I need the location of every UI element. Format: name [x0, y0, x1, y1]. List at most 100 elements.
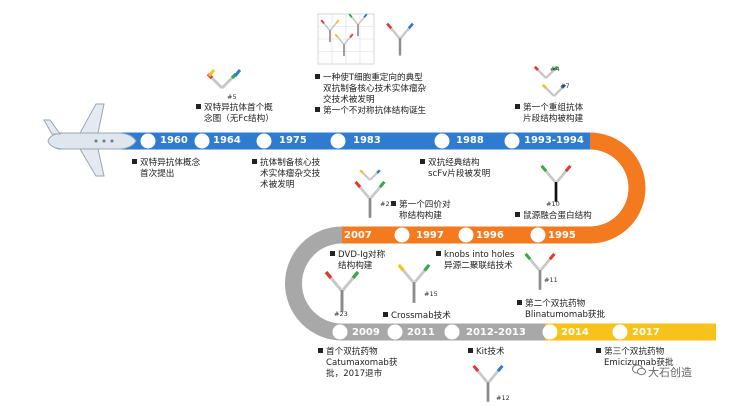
fragment-tip	[553, 65, 559, 71]
milestone-dot	[542, 324, 558, 340]
milestone-note-1997: 第一个四价对 称结构构建	[391, 200, 451, 222]
fragment-tip	[541, 83, 547, 89]
antibody-arm	[413, 269, 426, 283]
milestone-dot	[434, 133, 450, 149]
bullet-square	[468, 348, 473, 353]
antibody-tip	[351, 270, 360, 280]
antibody-tip	[348, 13, 353, 18]
antibody-arm	[399, 27, 410, 39]
milestone-dot	[194, 133, 210, 149]
milestone-note-2011: Crossmab技术	[383, 311, 451, 322]
year-label: 1964	[213, 135, 241, 146]
milestone-dot	[330, 133, 346, 149]
antibody-arm	[390, 27, 401, 39]
fragment-arm	[553, 87, 563, 97]
antibody-arm	[323, 22, 331, 31]
antibody-arm	[529, 258, 541, 271]
milestone-note-2009: 首个双抗药物 Catumaxomab获 批，2017退市	[318, 347, 398, 380]
antibody-tip	[324, 270, 333, 280]
bullet-square	[315, 107, 320, 112]
fragment-tip	[376, 169, 381, 174]
milestone-dot	[140, 133, 156, 149]
wechat-icon	[632, 364, 646, 376]
milestone-dot	[458, 227, 474, 243]
fragment-tip	[233, 69, 242, 77]
year-label: 2011	[407, 327, 435, 338]
antibody-tip	[564, 164, 572, 173]
airplane-window	[94, 139, 98, 143]
milestone-dot	[504, 133, 520, 149]
antibody-arm	[487, 370, 499, 383]
fragment-arm	[362, 172, 371, 181]
milestone-note-1960: 双特异抗体概念 首次提出	[132, 158, 200, 180]
milestone-note-1975: 抗体制备核心技 术实体瘤杂交技 术被发明	[252, 158, 320, 191]
antibody-arm	[545, 170, 557, 183]
bullet-square	[420, 159, 425, 164]
ref-number: #11	[544, 276, 558, 284]
fragment-tip	[561, 83, 567, 89]
fragment-tip	[359, 169, 364, 174]
ref-number: #23	[334, 310, 348, 318]
fragment-arm	[369, 172, 378, 181]
milestone-note-2012: Kit技术	[468, 347, 505, 358]
fragment-arm	[545, 87, 555, 97]
bullet-square	[436, 251, 441, 256]
antibody-tip	[386, 22, 393, 30]
antibody-tip	[540, 164, 548, 173]
year-label: 1975	[279, 135, 307, 146]
airplane-tail	[43, 119, 61, 135]
ref-number: #4	[550, 65, 560, 73]
year-label: 2012-2013	[466, 327, 526, 338]
bullet-square	[383, 312, 388, 317]
year-label: 1988	[456, 135, 484, 146]
antibody-arm	[359, 186, 371, 199]
bullet-square	[515, 212, 520, 217]
fragment-tip	[533, 65, 539, 71]
milestone-dot	[256, 133, 272, 149]
antibody-tip	[407, 22, 414, 30]
bullet-square	[596, 348, 601, 353]
year-label: 1995	[548, 230, 576, 241]
antibody-tip	[397, 263, 405, 272]
milestone-note-2007: DVD-Ig对称 结构构建	[330, 250, 385, 272]
airplane-window	[102, 139, 106, 143]
milestone-note-1993: 第一个重组抗体 片段结构被构建	[515, 103, 583, 125]
fragment-arm	[210, 76, 224, 90]
antibody-tip	[423, 263, 431, 272]
antibody-tip	[335, 19, 340, 24]
milestone-note-1995: 鼠源融合蛋白结构	[515, 211, 592, 222]
milestone-note-2017: 第三个双抗药物 Emicizumab获批	[596, 347, 674, 369]
bullet-square	[318, 348, 323, 353]
milestone-dot	[444, 324, 460, 340]
year-label: 1960	[160, 135, 188, 146]
antibody-arm	[329, 277, 343, 291]
milestone-dot	[612, 324, 628, 340]
ref-number: #10	[546, 200, 560, 208]
ref-number: #5	[227, 93, 237, 101]
milestone-dot	[332, 324, 348, 340]
ref-number: #21	[380, 200, 394, 208]
track-segment-gray	[285, 226, 545, 341]
antibody-tip	[320, 19, 325, 24]
milestone-dot	[387, 324, 403, 340]
fragment-tip	[207, 69, 216, 77]
year-label: 2017	[632, 327, 660, 338]
antibody-arm	[555, 170, 567, 183]
milestone-note-2014: 第二个双抗药物 Blinatumomab获批	[517, 299, 605, 321]
bullet-square	[315, 74, 320, 79]
antibody-arm	[357, 16, 365, 25]
antibody-tip	[334, 33, 339, 38]
antibody-arm	[337, 36, 345, 45]
year-label: 2014	[561, 327, 589, 338]
year-label: 2007	[344, 230, 372, 241]
airplane-fuselage	[47, 132, 137, 150]
watermark: 大石创造	[648, 366, 692, 379]
antibody-tip	[496, 364, 504, 373]
ref-number: #7	[560, 82, 570, 90]
airplane-window	[110, 139, 114, 143]
year-label: 1983	[353, 135, 381, 146]
fragment-arm	[545, 69, 555, 79]
year-label: 1997	[416, 230, 444, 241]
bullet-square	[196, 104, 201, 109]
